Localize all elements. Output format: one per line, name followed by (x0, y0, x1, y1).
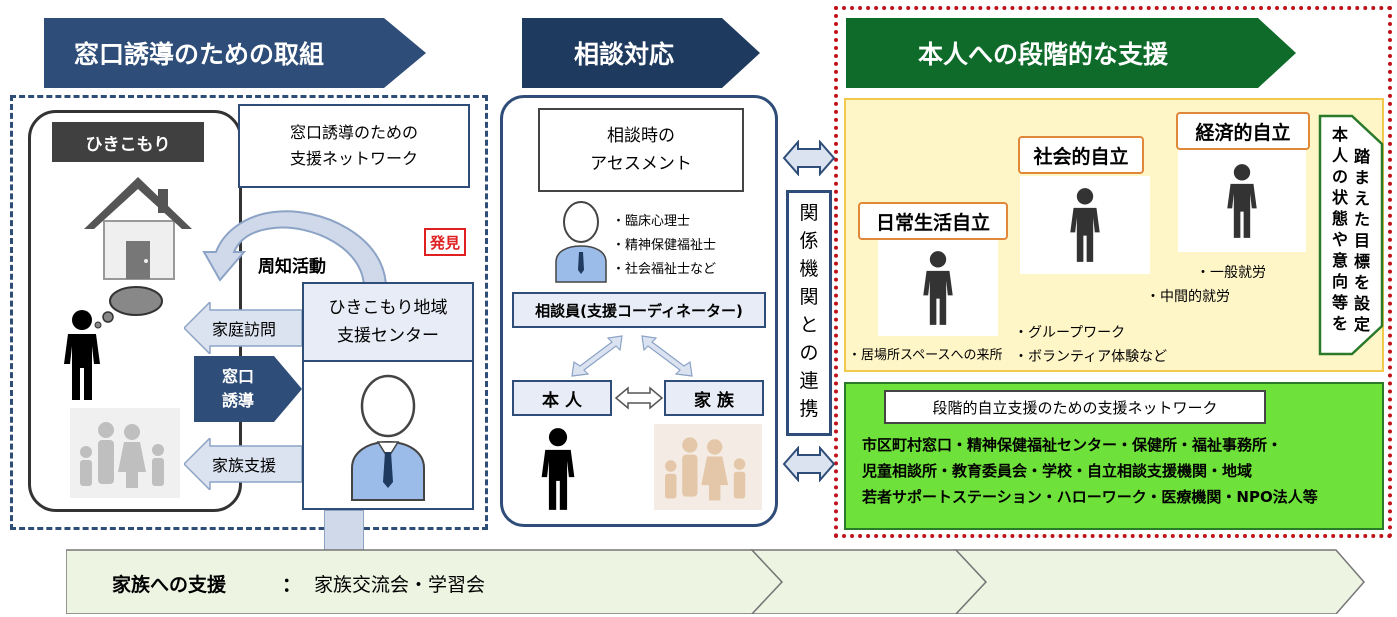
support-center-box: ひきこもり地域 支援センター (302, 282, 474, 362)
diag-arrow-right (636, 334, 696, 380)
self-box: 本 人 (512, 380, 612, 416)
person-icon-stage-3 (1178, 150, 1306, 252)
staff-icon (338, 372, 438, 502)
family-icon-middle (654, 424, 762, 510)
hikikomori-label: ひきこもり (52, 122, 204, 162)
home-visit-arrow (184, 302, 302, 354)
bidirectional-arrow-small (614, 386, 664, 410)
banner-right-title: 本人への段階的な支援 (918, 40, 1169, 69)
banner-middle-title: 相談対応 (574, 40, 675, 69)
bottom-title: 家族への支援 (112, 574, 227, 596)
network-support-title: 段階的自立支援のための支援ネットワーク (884, 390, 1266, 424)
banner-left-title: 窓口誘導のための取組 (74, 40, 325, 69)
goal-arrow (1318, 114, 1384, 356)
stage-1-label: 日常生活自立 (858, 202, 1008, 240)
house-icon (78, 163, 198, 283)
bottom-arrow-band (66, 548, 1366, 614)
family-support-label: 家族支援 (212, 456, 277, 475)
stage-2-note-2: ・ボランティア体験など (1014, 349, 1168, 365)
guidance-arrow (194, 356, 302, 422)
stage-2-note-1: ・グループワーク (1014, 325, 1126, 341)
thought-bubble-icon (84, 283, 164, 329)
right-section-border (834, 6, 1392, 538)
cooperation-char-5: と (799, 314, 819, 336)
role-3: ・社会福祉士など (612, 262, 717, 277)
network-line-1: 市区町村窓口・精神保健福祉センター・保健所・福祉事務所・ (862, 436, 1283, 454)
diag-arrow-left (568, 334, 628, 380)
role-2: ・精神保健福祉士 (612, 238, 717, 253)
family-box: 家 族 (664, 380, 764, 416)
banner-left: 窓口誘導のための取組 (44, 18, 426, 88)
assessment-box: 相談時の アセスメント (538, 108, 744, 192)
person-icon-stage-2 (1020, 176, 1150, 274)
stage-1-note: ・居場所スペースへの来所 (848, 348, 1003, 363)
cooperation-char-7: 連 (799, 370, 819, 392)
cooperation-char-6: の (799, 342, 819, 364)
stage-2-label: 社会的自立 (1018, 136, 1144, 174)
network-line-2: 児童相談所・教育委員会・学校・自立相談支援機関・地域 (862, 462, 1253, 480)
goal-text-col-1: 本 人 の 状 態 や 意 向 等 を (1331, 125, 1348, 333)
guidance-label: 窓口 誘導 (221, 367, 254, 410)
person-icon-stage-1 (878, 240, 998, 336)
stage-3-note-1: ・一般就労 (1196, 265, 1266, 281)
cooperation-box: 関 係 機 関 と の 連 携 (786, 190, 832, 436)
counselor-icon (550, 200, 612, 284)
person-icon-hikikomori (60, 310, 104, 400)
home-visit-label: 家庭訪問 (212, 320, 277, 339)
awareness-label: 周知活動 (258, 257, 326, 277)
middle-frame (500, 95, 778, 527)
network-box: 窓口誘導のための 支援ネットワーク (238, 104, 470, 188)
stage-3-label: 経済的自立 (1176, 112, 1310, 150)
stage-3-note-2: ・中間的就労 (1146, 289, 1230, 305)
network-line-3: 若者サポートステーション・ハローワーク・医療機関・NPO法人等 (862, 488, 1318, 506)
cooperation-arrow-bottom (782, 446, 836, 482)
person-icon-self (538, 428, 578, 510)
banner-middle: 相談対応 (522, 18, 760, 88)
bottom-content: 家族交流会・学習会 (314, 574, 486, 596)
discovery-badge: 発見 (424, 228, 466, 256)
goal-text-col-2: 踏 ま え た 目 標 を 設 定 (1353, 147, 1370, 334)
family-icon-left (70, 408, 180, 498)
cooperation-char-4: 関 (799, 286, 819, 308)
cooperation-arrow-top (782, 140, 836, 176)
banner-right: 本人への段階的な支援 (846, 18, 1296, 88)
counselor-box: 相談員(支援コーディネーター) (512, 292, 766, 328)
cooperation-char-3: 機 (799, 258, 819, 280)
bottom-colon: ： (282, 574, 302, 596)
cooperation-char-2: 係 (799, 230, 819, 252)
curved-arrow-icon (200, 196, 390, 306)
role-1: ・臨床心理士 (612, 214, 691, 229)
family-support-arrow (184, 438, 302, 490)
cooperation-char-8: 携 (799, 398, 819, 420)
cooperation-char-1: 関 (799, 202, 819, 224)
left-dashed-frame (10, 95, 488, 530)
